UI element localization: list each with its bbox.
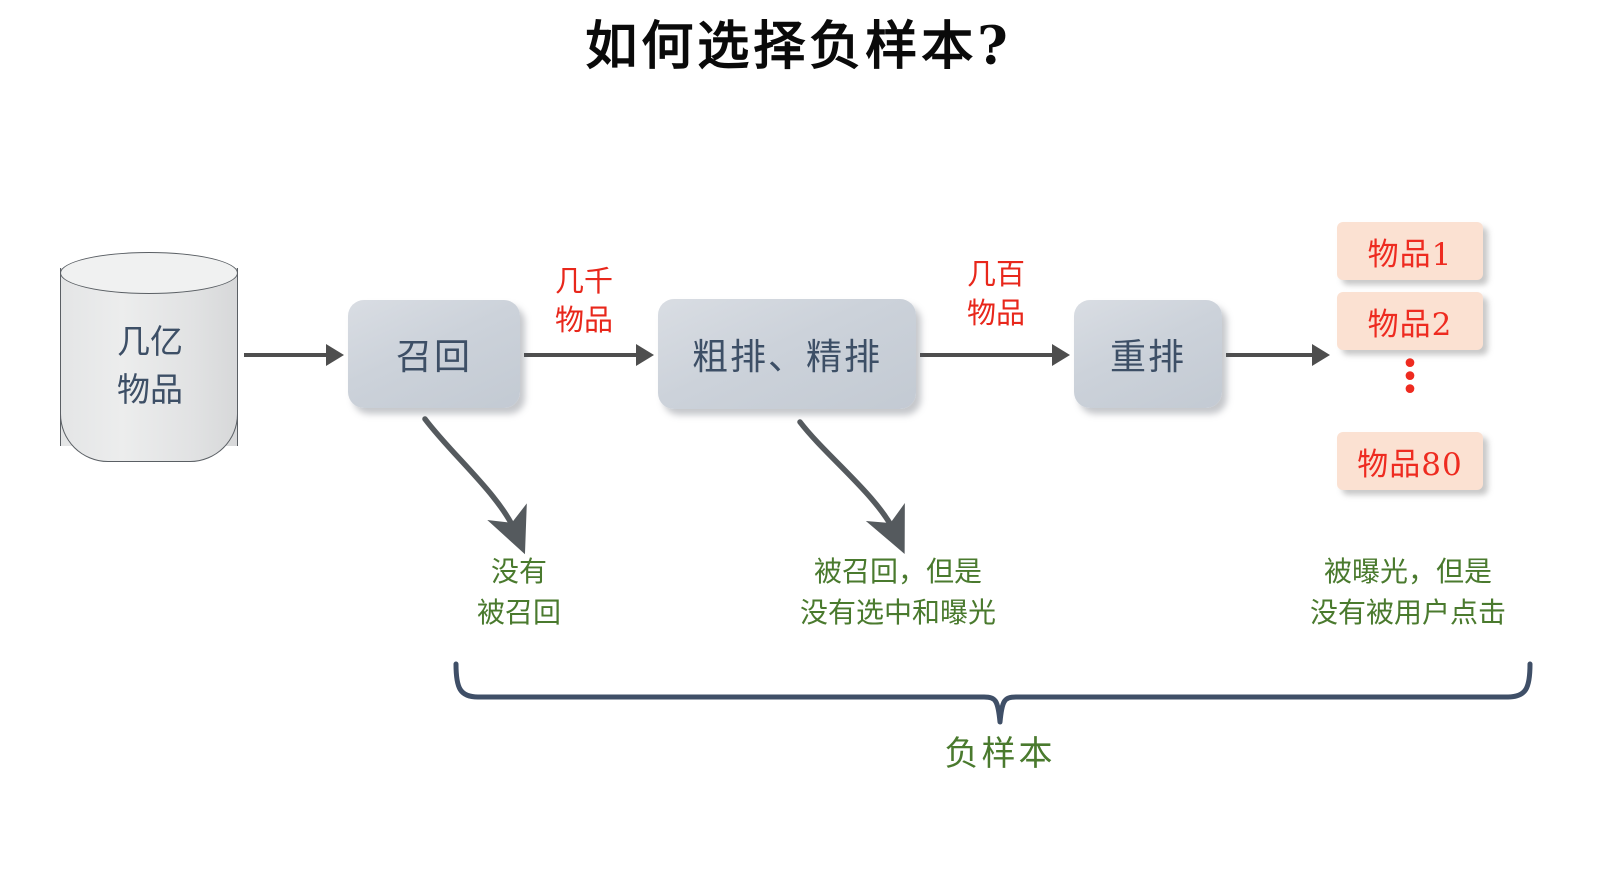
cylinder-label: 几亿 物品: [60, 318, 240, 414]
stage-box-rank[interactable]: 粗排、精排: [658, 299, 916, 409]
arrow-source-to-recall: [244, 344, 344, 366]
note-not-recalled: 没有 被召回: [476, 555, 561, 629]
arrow-line: [244, 353, 328, 357]
arrow-rerank-to-results: [1226, 344, 1330, 366]
result-item-chip[interactable]: 物品2: [1337, 292, 1483, 350]
curved-arrow-recall-dropoff: [422, 416, 527, 555]
result-item-chip[interactable]: 物品80: [1337, 432, 1483, 490]
source-database-cylinder: 几亿 物品: [60, 252, 240, 464]
arrow-head: [326, 344, 344, 366]
volume-label-thousands-line1: 几千: [554, 264, 613, 298]
arrow-head: [1052, 344, 1070, 366]
stage-box-rerank[interactable]: 重排: [1074, 300, 1222, 408]
cylinder-label-line2: 物品: [117, 369, 183, 409]
dot: •: [1401, 373, 1419, 408]
curved-arrow-rank-dropoff: [797, 419, 905, 554]
note-shown-not-clicked: 被曝光，但是 没有被用户点击: [1309, 555, 1506, 629]
arrow-line: [524, 353, 638, 357]
stage-box-recall[interactable]: 召回: [348, 300, 520, 408]
arrow-line: [1226, 353, 1314, 357]
page-title: 如何选择负样本?: [585, 16, 1012, 77]
arrow-head: [636, 344, 654, 366]
volume-label-thousands-line2: 物品: [554, 303, 613, 338]
arrow-rank-to-rerank: [920, 344, 1070, 366]
cylinder-label-line1: 几亿: [117, 322, 183, 361]
volume-label-hundreds: 几百 物品: [932, 255, 1060, 333]
negative-sample-brace: [453, 661, 1533, 725]
volume-label-thousands: 几千 物品: [520, 262, 648, 340]
volume-label-hundreds-line2: 物品: [966, 296, 1025, 331]
vertical-ellipsis-icon: • • •: [1337, 350, 1483, 408]
arrow-recall-to-rank: [524, 344, 654, 366]
volume-label-hundreds-line1: 几百: [966, 257, 1025, 291]
brace-label: 负样本: [944, 734, 1056, 774]
note-recalled-not-shown: 被召回，但是 没有选中和曝光: [799, 555, 996, 629]
arrow-head: [1312, 344, 1330, 366]
cylinder-top-ellipse: [60, 252, 238, 294]
result-item-chip[interactable]: 物品1: [1337, 222, 1483, 280]
cylinder-bottom: [60, 414, 238, 462]
arrow-line: [920, 353, 1054, 357]
